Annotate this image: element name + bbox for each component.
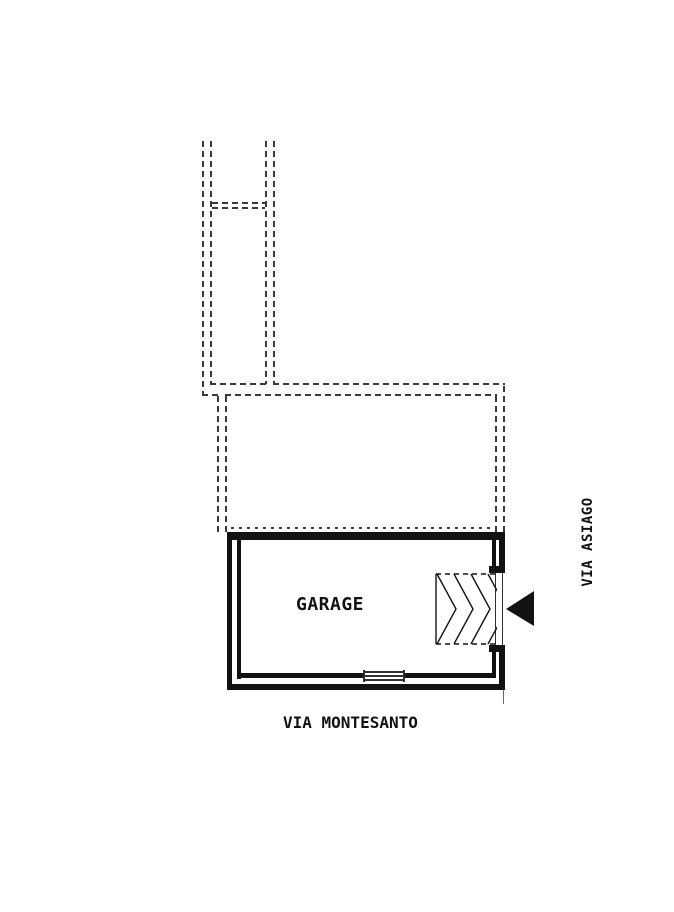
garage-wall-top: [228, 532, 505, 540]
garage-wall-right-inner-upper: [492, 540, 496, 567]
courtyard-bottom-ticks: [231, 527, 497, 529]
entrance-arrow-icon: [506, 591, 534, 626]
garage-door-hatch: [435, 573, 497, 645]
corridor-right-outer-line: [273, 141, 275, 385]
courtyard-left-outer-line: [217, 396, 219, 533]
garage-wall-right-outer-lower: [499, 645, 505, 690]
garage-door-jamb-outer: [502, 573, 503, 645]
garage-wall-left-outer: [227, 532, 232, 690]
window-tick-right: [403, 670, 405, 682]
window-line-mid: [364, 675, 405, 677]
garage-door-cap-top: [489, 566, 505, 573]
garage-door-jamb-inner: [495, 573, 496, 645]
courtyard-right-inner-line: [495, 396, 497, 533]
courtyard-left-inner-line: [225, 396, 227, 533]
passage-top-left-segment: [210, 383, 266, 385]
window-line-bot: [364, 679, 405, 681]
garage-wall-bottom-inner-right: [403, 673, 496, 678]
passage-top-segment: [273, 383, 505, 385]
window-line-top: [364, 671, 405, 673]
garage-wall-bottom-outer: [227, 684, 505, 690]
street-label-via-montesanto: VIA MONTESANTO: [283, 713, 418, 732]
corridor-divider-upper: [212, 202, 265, 204]
street-label-via-asiago: VIA ASIAGO: [580, 497, 596, 587]
garage-wall-bottom-inner-left: [237, 673, 365, 678]
corridor-left-inner-line: [210, 141, 212, 384]
garage-door-opening: [435, 573, 534, 645]
garage-wall-left-inner: [237, 540, 241, 679]
street-edge-line: [503, 690, 504, 704]
window-tick-left: [363, 670, 365, 682]
corridor-right-inner-line: [265, 141, 267, 384]
passage-bottom-left-segment: [202, 394, 218, 396]
courtyard-right-outer-line: [503, 386, 505, 533]
garage-wall-right-outer-upper: [499, 532, 505, 573]
corridor-divider-lower: [212, 207, 265, 209]
corridor-left-outer-line: [202, 141, 204, 395]
passage-bottom-segment: [225, 394, 497, 396]
room-label-garage: GARAGE: [296, 594, 365, 615]
garage-wall-right-inner-lower: [492, 652, 496, 673]
garage-door-cap-bottom: [489, 645, 505, 652]
